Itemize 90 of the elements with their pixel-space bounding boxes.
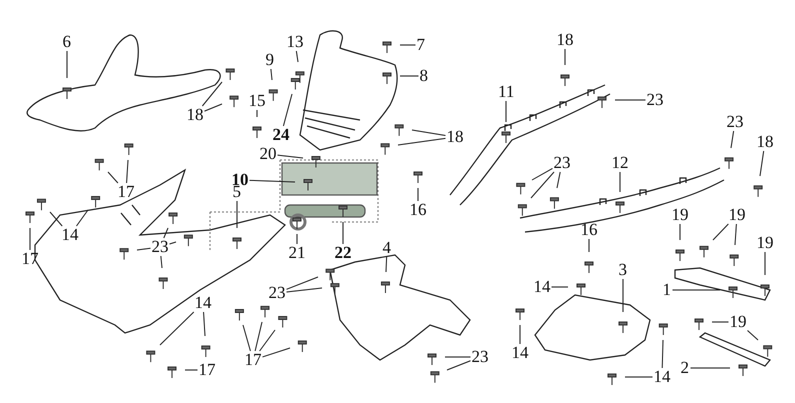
leader-line [203,312,206,336]
callout-number: 20 [260,146,276,162]
leader-line [764,252,766,276]
leader-line [760,150,764,176]
callout-number: 7 [416,37,425,53]
callout-number: 22 [334,245,352,261]
callout-number: 13 [286,34,304,50]
leader-line [282,94,292,126]
leader-line [712,224,729,240]
leader-line [622,278,624,312]
callout-number: 8 [420,68,428,84]
callout-number: 12 [612,155,628,171]
callout-number: 3 [618,262,627,278]
leader-line [169,242,176,245]
leader-line [412,130,446,136]
leader-line [259,330,276,352]
callout-number: 14 [654,369,670,385]
leader-line [734,224,737,246]
callout-number: 16 [410,202,426,218]
callout-number: 19 [730,314,746,330]
callout-number: 14 [512,345,528,361]
callout-number: 15 [248,93,266,109]
leader-line [624,376,653,378]
leader-line [446,360,471,370]
leader-line [256,110,258,118]
callout-number: 6 [62,34,71,50]
leader-line [262,348,290,358]
callout-number: 17 [244,352,262,368]
callout-number: 21 [288,245,306,261]
leader-line [730,130,734,148]
leader-line [530,172,555,198]
leader-line [254,322,262,352]
leader-line [126,160,128,184]
callout-number: 23 [554,155,570,171]
leader-line [564,48,566,66]
leader-line [277,154,304,158]
callout-number: 23 [472,349,488,365]
leader-line [532,168,553,180]
leader-line [296,234,298,244]
callout-number: 16 [580,222,598,238]
leader-line [286,276,318,290]
callout-number: 14 [534,279,550,295]
callout-number: 23 [726,114,744,130]
callout-number: 9 [266,52,274,68]
callout-number: 17 [118,184,134,200]
callout-number: 23 [268,285,286,301]
leader-line [249,180,296,182]
leader-line [270,68,272,80]
leader-line [296,50,298,62]
callout-number: 18 [186,107,204,123]
leader-line [204,104,222,112]
callout-number: 11 [498,84,514,100]
leader-line [136,248,151,250]
leader-line [160,312,194,346]
leader-line [342,222,344,244]
callout-number: 2 [680,360,689,376]
callout-number: 19 [728,207,746,223]
leader-line [236,200,238,228]
callout-number: 17 [198,362,216,378]
callout-number: 23 [646,92,664,108]
leader-line [588,238,590,252]
leader-line [400,44,416,46]
leader-line [242,324,251,352]
leader-line [163,228,168,238]
leader-line [386,256,388,272]
leader-line [108,172,118,184]
callout-number: 14 [194,295,212,311]
callout-number: 1 [662,282,671,298]
callout-number: 19 [756,235,774,251]
callout-number: 18 [446,129,464,145]
leader-line [556,172,561,188]
leader-line [50,212,63,226]
callout-number: 4 [382,240,391,256]
leader-line [551,286,568,288]
callout-number: 18 [756,134,774,150]
callout-number: 23 [152,239,168,255]
leader-line [662,340,664,368]
callout-number: 19 [672,207,688,223]
leader-line [398,138,446,146]
callout-number: 24 [272,127,290,143]
leader-line [76,210,88,226]
leader-line [747,330,758,340]
leader-line [444,356,471,358]
leader-line [202,82,222,106]
callout-number: 14 [62,227,78,243]
callout-number: 5 [232,184,241,200]
leader-line [66,50,68,78]
leader-line [160,256,162,268]
leader-line [286,288,322,292]
callout-number: 18 [556,32,574,48]
